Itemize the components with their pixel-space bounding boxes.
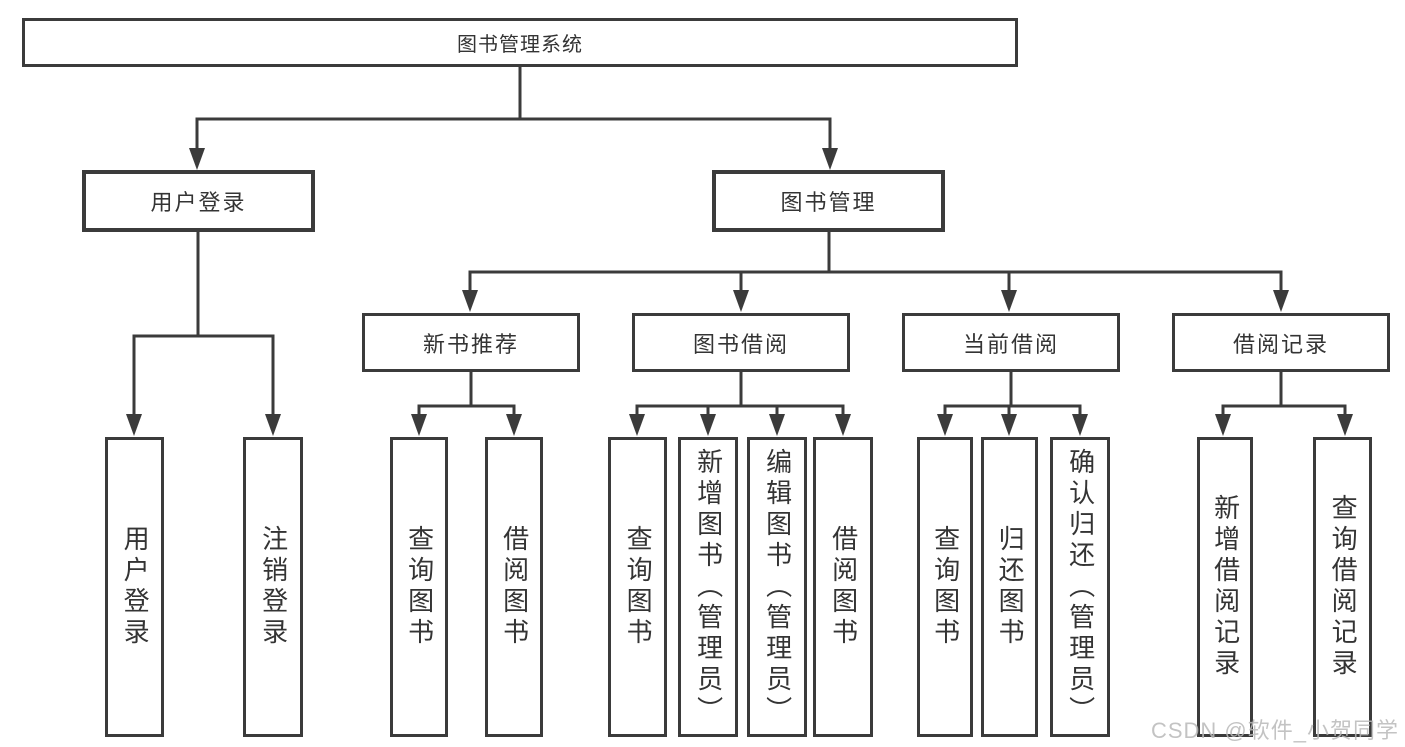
leaf-edit-books-admin: 编辑图书（管理员） (747, 437, 807, 737)
node-label: 图书管理 (780, 190, 877, 215)
leaf-return-books: 归还图书 (981, 437, 1038, 737)
node-book-borrowing: 图书借阅 (632, 313, 850, 372)
leaf-label: 注销登录 (258, 525, 289, 649)
leaf-label: 查询图书 (404, 525, 435, 649)
leaf-label: 归还图书 (995, 525, 1026, 649)
node-current-borrowing: 当前借阅 (902, 313, 1120, 372)
leaf-borrow-books-recommend: 借阅图书 (485, 437, 543, 737)
csdn-watermark: CSDN @软件_小贺同学 (1150, 718, 1399, 743)
leaf-label: 确认归还（管理员） (1065, 447, 1096, 727)
node-label: 新书推荐 (422, 331, 519, 357)
node-label: 当前借阅 (962, 331, 1059, 357)
leaf-query-books-current: 查询图书 (917, 437, 973, 737)
leaf-label: 新增图书（管理员） (693, 447, 724, 727)
node-label: 图书管理系统 (457, 34, 583, 56)
leaf-label: 借阅图书 (499, 525, 530, 649)
leaf-label: 用户登录 (120, 525, 151, 649)
node-label: 用户登录 (150, 190, 247, 215)
node-user-login-branch: 用户登录 (82, 170, 315, 232)
leaf-label: 查询图书 (623, 525, 654, 649)
node-new-book-recommendation: 新书推荐 (362, 313, 580, 372)
leaf-confirm-return-admin: 确认归还（管理员） (1050, 437, 1110, 737)
leaf-label: 查询图书 (930, 525, 961, 649)
leaf-add-books-admin: 新增图书（管理员） (678, 437, 738, 737)
leaf-query-books-recommend: 查询图书 (390, 437, 448, 737)
node-label: 图书借阅 (692, 331, 789, 357)
leaf-label: 新增借阅记录 (1210, 494, 1241, 680)
node-book-management-system: 图书管理系统 (22, 18, 1018, 67)
leaf-add-borrow-record: 新增借阅记录 (1197, 437, 1253, 737)
leaf-label: 借阅图书 (828, 525, 859, 649)
leaf-query-borrow-record: 查询借阅记录 (1313, 437, 1372, 737)
node-book-management-branch: 图书管理 (712, 170, 945, 232)
node-borrowing-records: 借阅记录 (1172, 313, 1390, 372)
leaf-borrow-books: 借阅图书 (813, 437, 873, 737)
node-label: 借阅记录 (1232, 331, 1329, 357)
leaf-user-login: 用户登录 (105, 437, 164, 737)
leaf-label: 编辑图书（管理员） (762, 447, 793, 727)
leaf-logout: 注销登录 (243, 437, 303, 737)
leaf-label: 查询借阅记录 (1328, 494, 1359, 680)
leaf-query-books-borrowing: 查询图书 (608, 437, 667, 737)
